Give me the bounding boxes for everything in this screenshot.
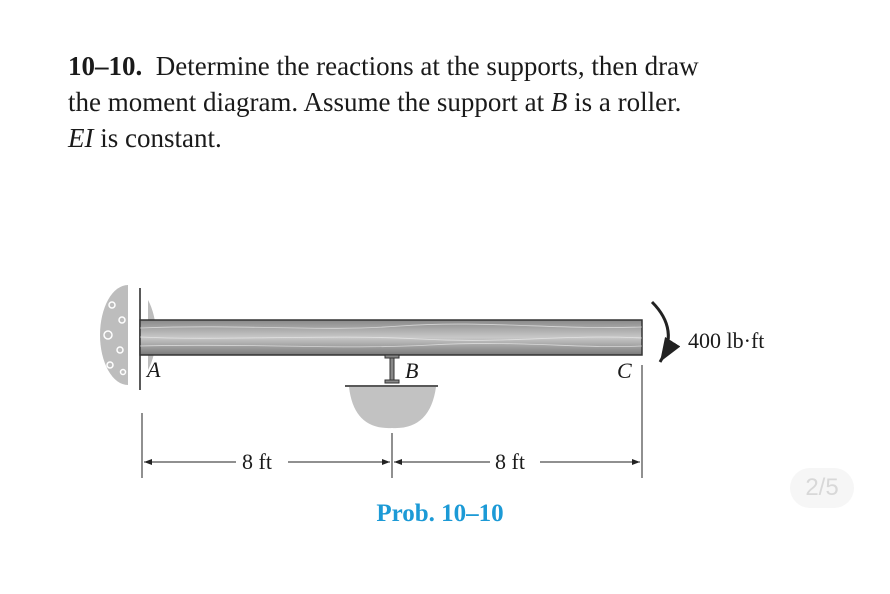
problem-text-3: is constant. (100, 123, 222, 153)
moment-label: 400 lb·ft (688, 328, 765, 353)
label-b: B (405, 358, 419, 383)
figure-caption: Prob. 10–10 (376, 500, 504, 527)
dimension-bc: 8 ft (495, 449, 525, 474)
fixed-support-a (100, 280, 156, 390)
problem-text-2-end: is a roller. (574, 87, 682, 117)
label-c: C (617, 358, 632, 383)
problem-ei: EI (68, 123, 94, 153)
page-indicator: 2/5 (790, 468, 854, 508)
problem-point-b: B (550, 87, 568, 117)
label-a: A (147, 357, 161, 382)
dimension-ab: 8 ft (242, 449, 272, 474)
beam (139, 319, 643, 356)
problem-statement: 10–10. Determine the reactions at the su… (68, 48, 828, 156)
dimension-lines (141, 365, 643, 478)
roller-support-b (345, 354, 438, 429)
problem-text-2: the moment diagram. Assume the support a… (68, 87, 545, 117)
problem-number: 10–10. (68, 51, 143, 81)
moment-arrow-icon (650, 300, 681, 363)
problem-text-1: Determine the reactions at the supports,… (155, 51, 699, 81)
